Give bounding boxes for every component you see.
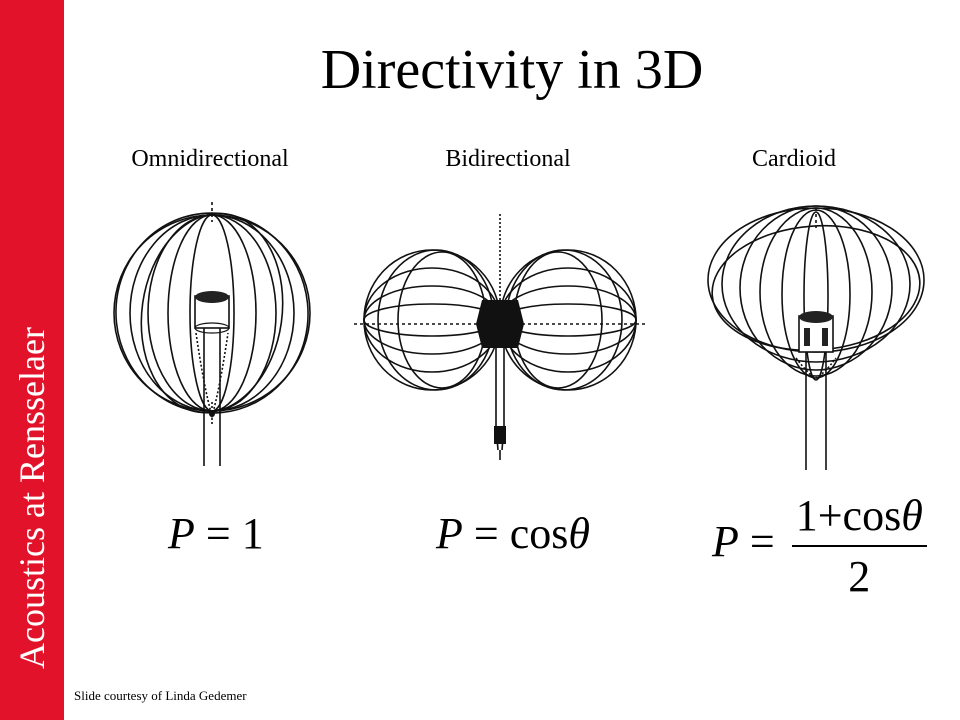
formula-bidirectional: P = cosθ: [436, 509, 590, 558]
label-cardioid: Cardioid: [752, 146, 836, 172]
bidirectional-pattern-figure: [354, 214, 646, 460]
formula-omni-rhs: 1: [241, 509, 264, 558]
formula-card-denominator: 2: [848, 552, 871, 601]
slide-credit: Slide courtesy of Linda Gedemer: [74, 688, 247, 703]
sidebar-bar: Acoustics at Rensselaer: [0, 0, 64, 720]
cardioid-pattern-figure: [707, 205, 925, 470]
omnidirectional-pattern-figure: [113, 202, 311, 466]
slide-title: Directivity in 3D: [320, 39, 704, 101]
formula-card-numerator: 1+cos: [795, 491, 902, 540]
formula-omnidirectional: P = 1: [168, 509, 264, 558]
formula-omni-lhs: P: [168, 509, 195, 558]
formula-card-fraction: 1+cosθ 2: [791, 490, 927, 602]
formula-bi-lhs: P: [436, 509, 463, 558]
sidebar-title: Acoustics at Rensselaer: [12, 327, 52, 669]
formula-bi-var: θ: [568, 509, 590, 558]
formula-card-var: θ: [901, 491, 923, 540]
label-omnidirectional: Omnidirectional: [131, 146, 289, 172]
formula-card-lhs: P: [712, 517, 739, 567]
formula-bi-rhs: cos: [509, 509, 569, 558]
formula-cardioid: P = 1+cosθ 2: [712, 490, 927, 602]
label-bidirectional: Bidirectional: [445, 146, 571, 172]
